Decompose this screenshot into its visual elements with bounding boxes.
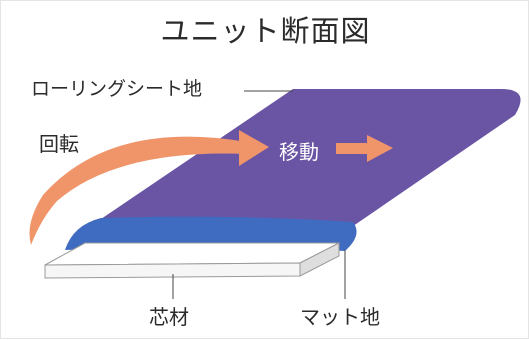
diagram-title: ユニット断面図 xyxy=(160,14,371,48)
rotation-label: 回転 xyxy=(39,132,79,156)
mat-label: マット地 xyxy=(300,305,380,329)
movement-label: 移動 xyxy=(279,140,319,164)
core-label: 芯材 xyxy=(149,305,189,329)
rotation-arrow xyxy=(29,136,247,245)
rolling-sheet-fabric xyxy=(101,89,521,235)
rotation-arrowhead xyxy=(239,130,269,166)
mat-fabric xyxy=(65,216,357,251)
core-board xyxy=(44,242,340,279)
rolling-sheet-label: ローリングシート地 xyxy=(31,78,203,100)
movement-arrow xyxy=(336,135,393,162)
